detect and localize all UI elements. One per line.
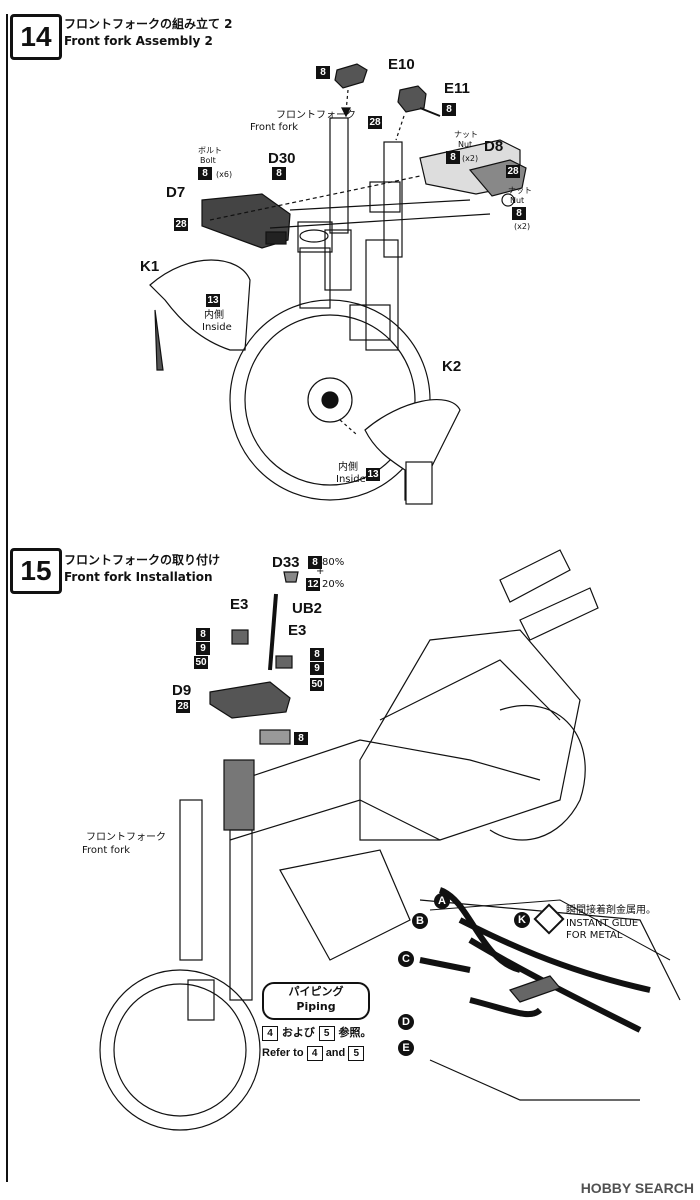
bolt-label-en: Bolt — [200, 156, 216, 165]
piping-letter-B: B — [412, 913, 428, 929]
color-code-50: 50 — [310, 678, 324, 691]
ref-and-en: and — [325, 1047, 346, 1059]
ref-tail-jp: 参照。 — [338, 1026, 372, 1039]
part-K1-label: K1 — [140, 258, 160, 275]
color-code-8: 8 — [196, 628, 210, 641]
piping-letter-E: E — [398, 1040, 414, 1056]
fork-tube-left — [329, 117, 349, 234]
piping-letter-D: D — [398, 1014, 414, 1030]
part-D7-label: D7 — [166, 184, 186, 201]
watermark: HOBBY SEARCH — [580, 1180, 694, 1196]
color-code-12: 12 — [306, 578, 320, 591]
front-fork-label-jp: フロントフォーク — [276, 110, 356, 121]
color-code-28: 28 — [506, 165, 520, 178]
part-E3-label: E3 — [230, 596, 249, 613]
color-code-8: 8 — [446, 151, 460, 164]
page-left-rule — [6, 14, 8, 1182]
step-15-title-en: Front fork Installation — [64, 570, 213, 584]
color-code-28: 28 — [174, 218, 188, 231]
color-code-8: 8 — [308, 556, 322, 569]
color-code-8: 8 — [198, 167, 212, 180]
color-code-13: 13 — [366, 468, 380, 481]
nut-label-jp: ナット — [508, 186, 532, 195]
paint-ratio-80: 80% — [322, 557, 345, 568]
ref-and-jp: および — [281, 1026, 315, 1039]
nut-label-jp: ナット — [454, 130, 478, 139]
step-15-title-jp: フロントフォークの取り付け — [64, 553, 221, 567]
part-D8-label: D8 — [484, 138, 504, 155]
front-fork-label-en: Front fork — [250, 122, 299, 133]
refer-line-en: Refer to 4 and 5 — [262, 1046, 365, 1061]
nut-qty: (x2) — [462, 154, 479, 163]
ref-step-4: 4 — [262, 1026, 278, 1041]
front-fork-label-jp: フロントフォーク — [86, 832, 166, 843]
refer-line-jp: 4 および 5 参照。 — [262, 1024, 372, 1041]
part-D9-label: D9 — [172, 682, 192, 699]
fork-slider-left — [324, 229, 352, 291]
color-code-8: 8 — [512, 207, 526, 220]
glue-label-en-1: INSTANT GLUE — [566, 918, 639, 929]
step-15-number: 15 — [10, 548, 62, 594]
ref-step-5: 5 — [348, 1046, 365, 1061]
nut-label-en: Nut — [510, 196, 525, 205]
fork-tube-right — [383, 141, 403, 258]
nut-label-en: Nut — [458, 140, 473, 149]
piping-label-en: Piping — [296, 1000, 336, 1013]
part-K2-label: K2 — [442, 358, 462, 375]
color-code-8: 8 — [294, 732, 308, 745]
color-code-13: 13 — [206, 294, 220, 307]
inside-label-jp: 内側 — [204, 310, 224, 321]
part-UB2-label: UB2 — [292, 600, 323, 617]
ref-step-4: 4 — [306, 1046, 323, 1061]
color-code-8: 8 — [316, 66, 330, 79]
piping-label-jp: パイピング — [288, 985, 344, 998]
ref-step-5: 5 — [318, 1026, 335, 1041]
part-E3-label: E3 — [288, 622, 307, 639]
piping-box: パイピング Piping — [262, 982, 370, 1020]
glue-label-en-2: FOR METAL — [566, 930, 623, 941]
color-code-8: 8 — [310, 648, 324, 661]
inside-label-en: Inside — [336, 474, 366, 485]
color-code-8: 8 — [272, 167, 286, 180]
part-E10-label: E10 — [388, 56, 415, 73]
paint-plus: + — [316, 566, 325, 577]
step-15-illustration — [99, 549, 681, 1131]
inside-label-jp: 内側 — [338, 462, 358, 473]
piping-letter-K: K — [514, 912, 530, 928]
part-E11-label: E11 — [444, 80, 470, 97]
inside-label-en: Inside — [202, 322, 232, 333]
step-14-title-jp: フロントフォークの組み立て 2 — [64, 17, 233, 31]
color-code-9: 9 — [310, 662, 324, 675]
front-fork-label-en: Front fork — [82, 845, 131, 856]
part-D30-label: D30 — [268, 150, 296, 167]
paint-ratio-20: 20% — [322, 579, 345, 590]
bolt-label-jp: ボルト — [198, 146, 222, 155]
bolt-qty: (x6) — [216, 170, 233, 179]
step-14-title-en: Front fork Assembly 2 — [64, 34, 213, 48]
color-code-8: 8 — [442, 103, 456, 116]
step-14-number: 14 — [10, 14, 62, 60]
step-14-illustration — [149, 63, 527, 505]
piping-letter-A: A — [434, 893, 450, 909]
color-code-28: 28 — [176, 700, 190, 713]
color-code-50: 50 — [194, 656, 208, 669]
piping-letter-C: C — [398, 951, 414, 967]
glue-label-jp: 瞬間接着剤金属用。 — [566, 905, 656, 916]
ref-en-head: Refer to — [262, 1047, 304, 1059]
color-code-9: 9 — [196, 642, 210, 655]
nut-qty: (x2) — [514, 222, 531, 231]
color-code-28: 28 — [368, 116, 382, 129]
part-D33-label: D33 — [272, 554, 300, 571]
